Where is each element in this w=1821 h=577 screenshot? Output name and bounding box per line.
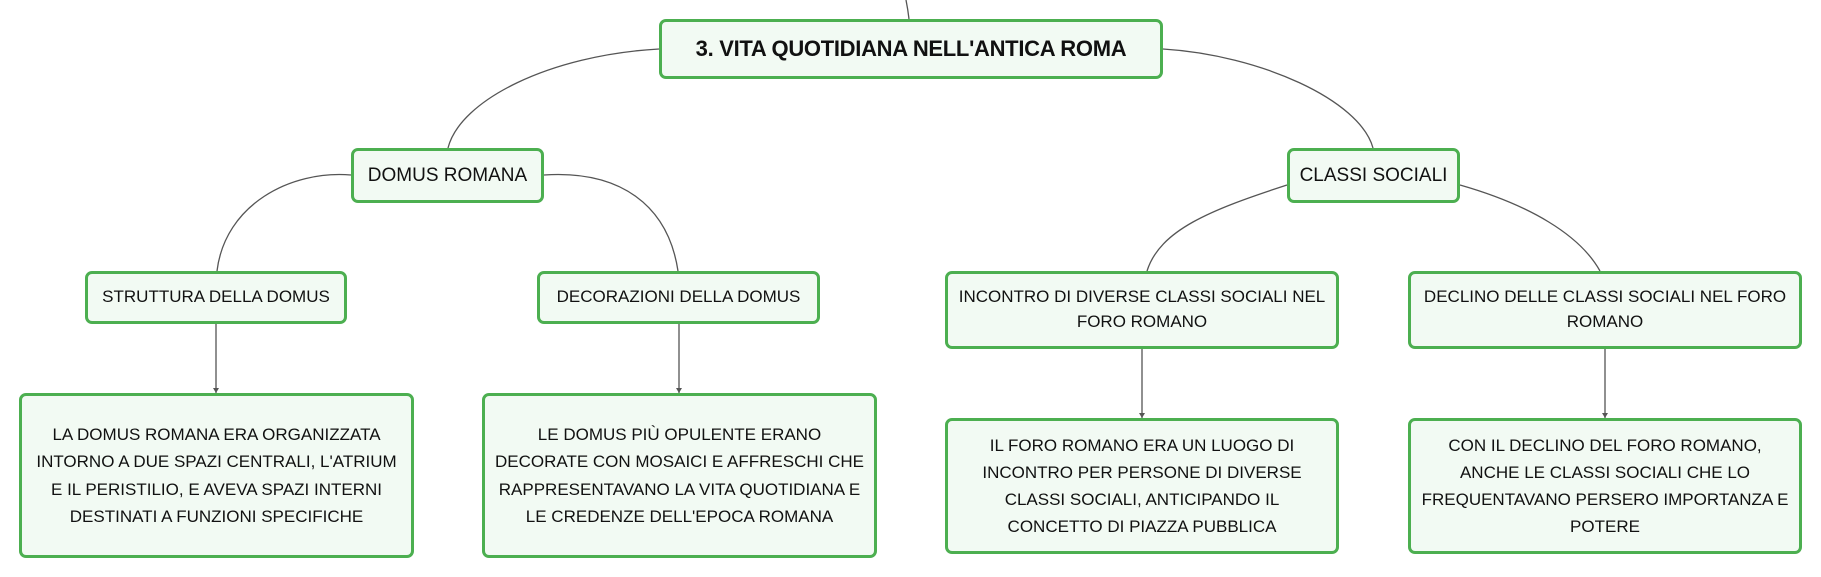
detail-declino-text: CON IL DECLINO DEL FORO ROMANO, ANCHE LE… bbox=[1421, 435, 1789, 537]
topic-domus-romana[interactable]: DOMUS ROMANA bbox=[351, 148, 544, 203]
topic-classi-sociali[interactable]: CLASSI SOCIALI bbox=[1287, 148, 1460, 203]
connector-classi-to-declino bbox=[1459, 184, 1601, 272]
connector-domus-to-decorazioni bbox=[543, 173, 679, 272]
detail-incontro-classi-sociali[interactable]: IL FORO ROMANO ERA UN LUOGO DI INCONTRO … bbox=[945, 418, 1339, 554]
topic-classi-sociali-label: CLASSI SOCIALI bbox=[1299, 164, 1448, 186]
subtopic-decorazioni-label: DECORAZIONI DELLA DOMUS bbox=[556, 287, 801, 307]
detail-decorazioni-text: LE DOMUS PIÙ OPULENTE ERANO DECORATE CON… bbox=[494, 425, 864, 526]
detail-incontro-text: IL FORO ROMANO ERA UN LUOGO DI INCONTRO … bbox=[982, 435, 1302, 537]
arrowhead-struttura-detail bbox=[213, 388, 219, 393]
connector-parent-to-root bbox=[905, 0, 910, 20]
subtopic-incontro-classi-sociali[interactable]: INCONTRO DI DIVERSE CLASSI SOCIALI NEL F… bbox=[945, 271, 1339, 349]
subtopic-decorazioni-della-domus[interactable]: DECORAZIONI DELLA DOMUS bbox=[537, 271, 820, 324]
subtopic-declino-label: DECLINO DELLE CLASSI SOCIALI NEL FORO RO… bbox=[1423, 287, 1787, 331]
subtopic-incontro-label: INCONTRO DI DIVERSE CLASSI SOCIALI NEL F… bbox=[958, 287, 1326, 331]
root-topic[interactable]: 3. VITA QUOTIDIANA NELL'ANTICA ROMA bbox=[659, 19, 1163, 79]
detail-declino-classi-sociali[interactable]: CON IL DECLINO DEL FORO ROMANO, ANCHE LE… bbox=[1408, 418, 1802, 554]
arrowhead-declino-detail bbox=[1602, 413, 1608, 418]
detail-decorazioni-della-domus[interactable]: LE DOMUS PIÙ OPULENTE ERANO DECORATE CON… bbox=[482, 393, 877, 558]
subtopic-struttura-label: STRUTTURA DELLA DOMUS bbox=[102, 287, 330, 307]
subtopic-struttura-della-domus[interactable]: STRUTTURA DELLA DOMUS bbox=[85, 271, 347, 324]
detail-struttura-text: LA DOMUS ROMANA ERA ORGANIZZATA INTORNO … bbox=[36, 425, 397, 526]
connector-root-to-classi bbox=[1162, 48, 1374, 149]
connector-classi-to-incontro bbox=[1146, 184, 1288, 272]
connector-root-to-domus bbox=[447, 48, 660, 149]
connector-domus-to-struttura bbox=[216, 173, 352, 272]
detail-struttura-della-domus[interactable]: LA DOMUS ROMANA ERA ORGANIZZATA INTORNO … bbox=[19, 393, 414, 558]
topic-domus-romana-label: DOMUS ROMANA bbox=[367, 164, 528, 186]
subtopic-declino-classi-sociali[interactable]: DECLINO DELLE CLASSI SOCIALI NEL FORO RO… bbox=[1408, 271, 1802, 349]
arrowhead-decorazioni-detail bbox=[676, 388, 682, 393]
arrowhead-incontro-detail bbox=[1139, 413, 1145, 418]
root-topic-label: 3. VITA QUOTIDIANA NELL'ANTICA ROMA bbox=[695, 36, 1127, 62]
